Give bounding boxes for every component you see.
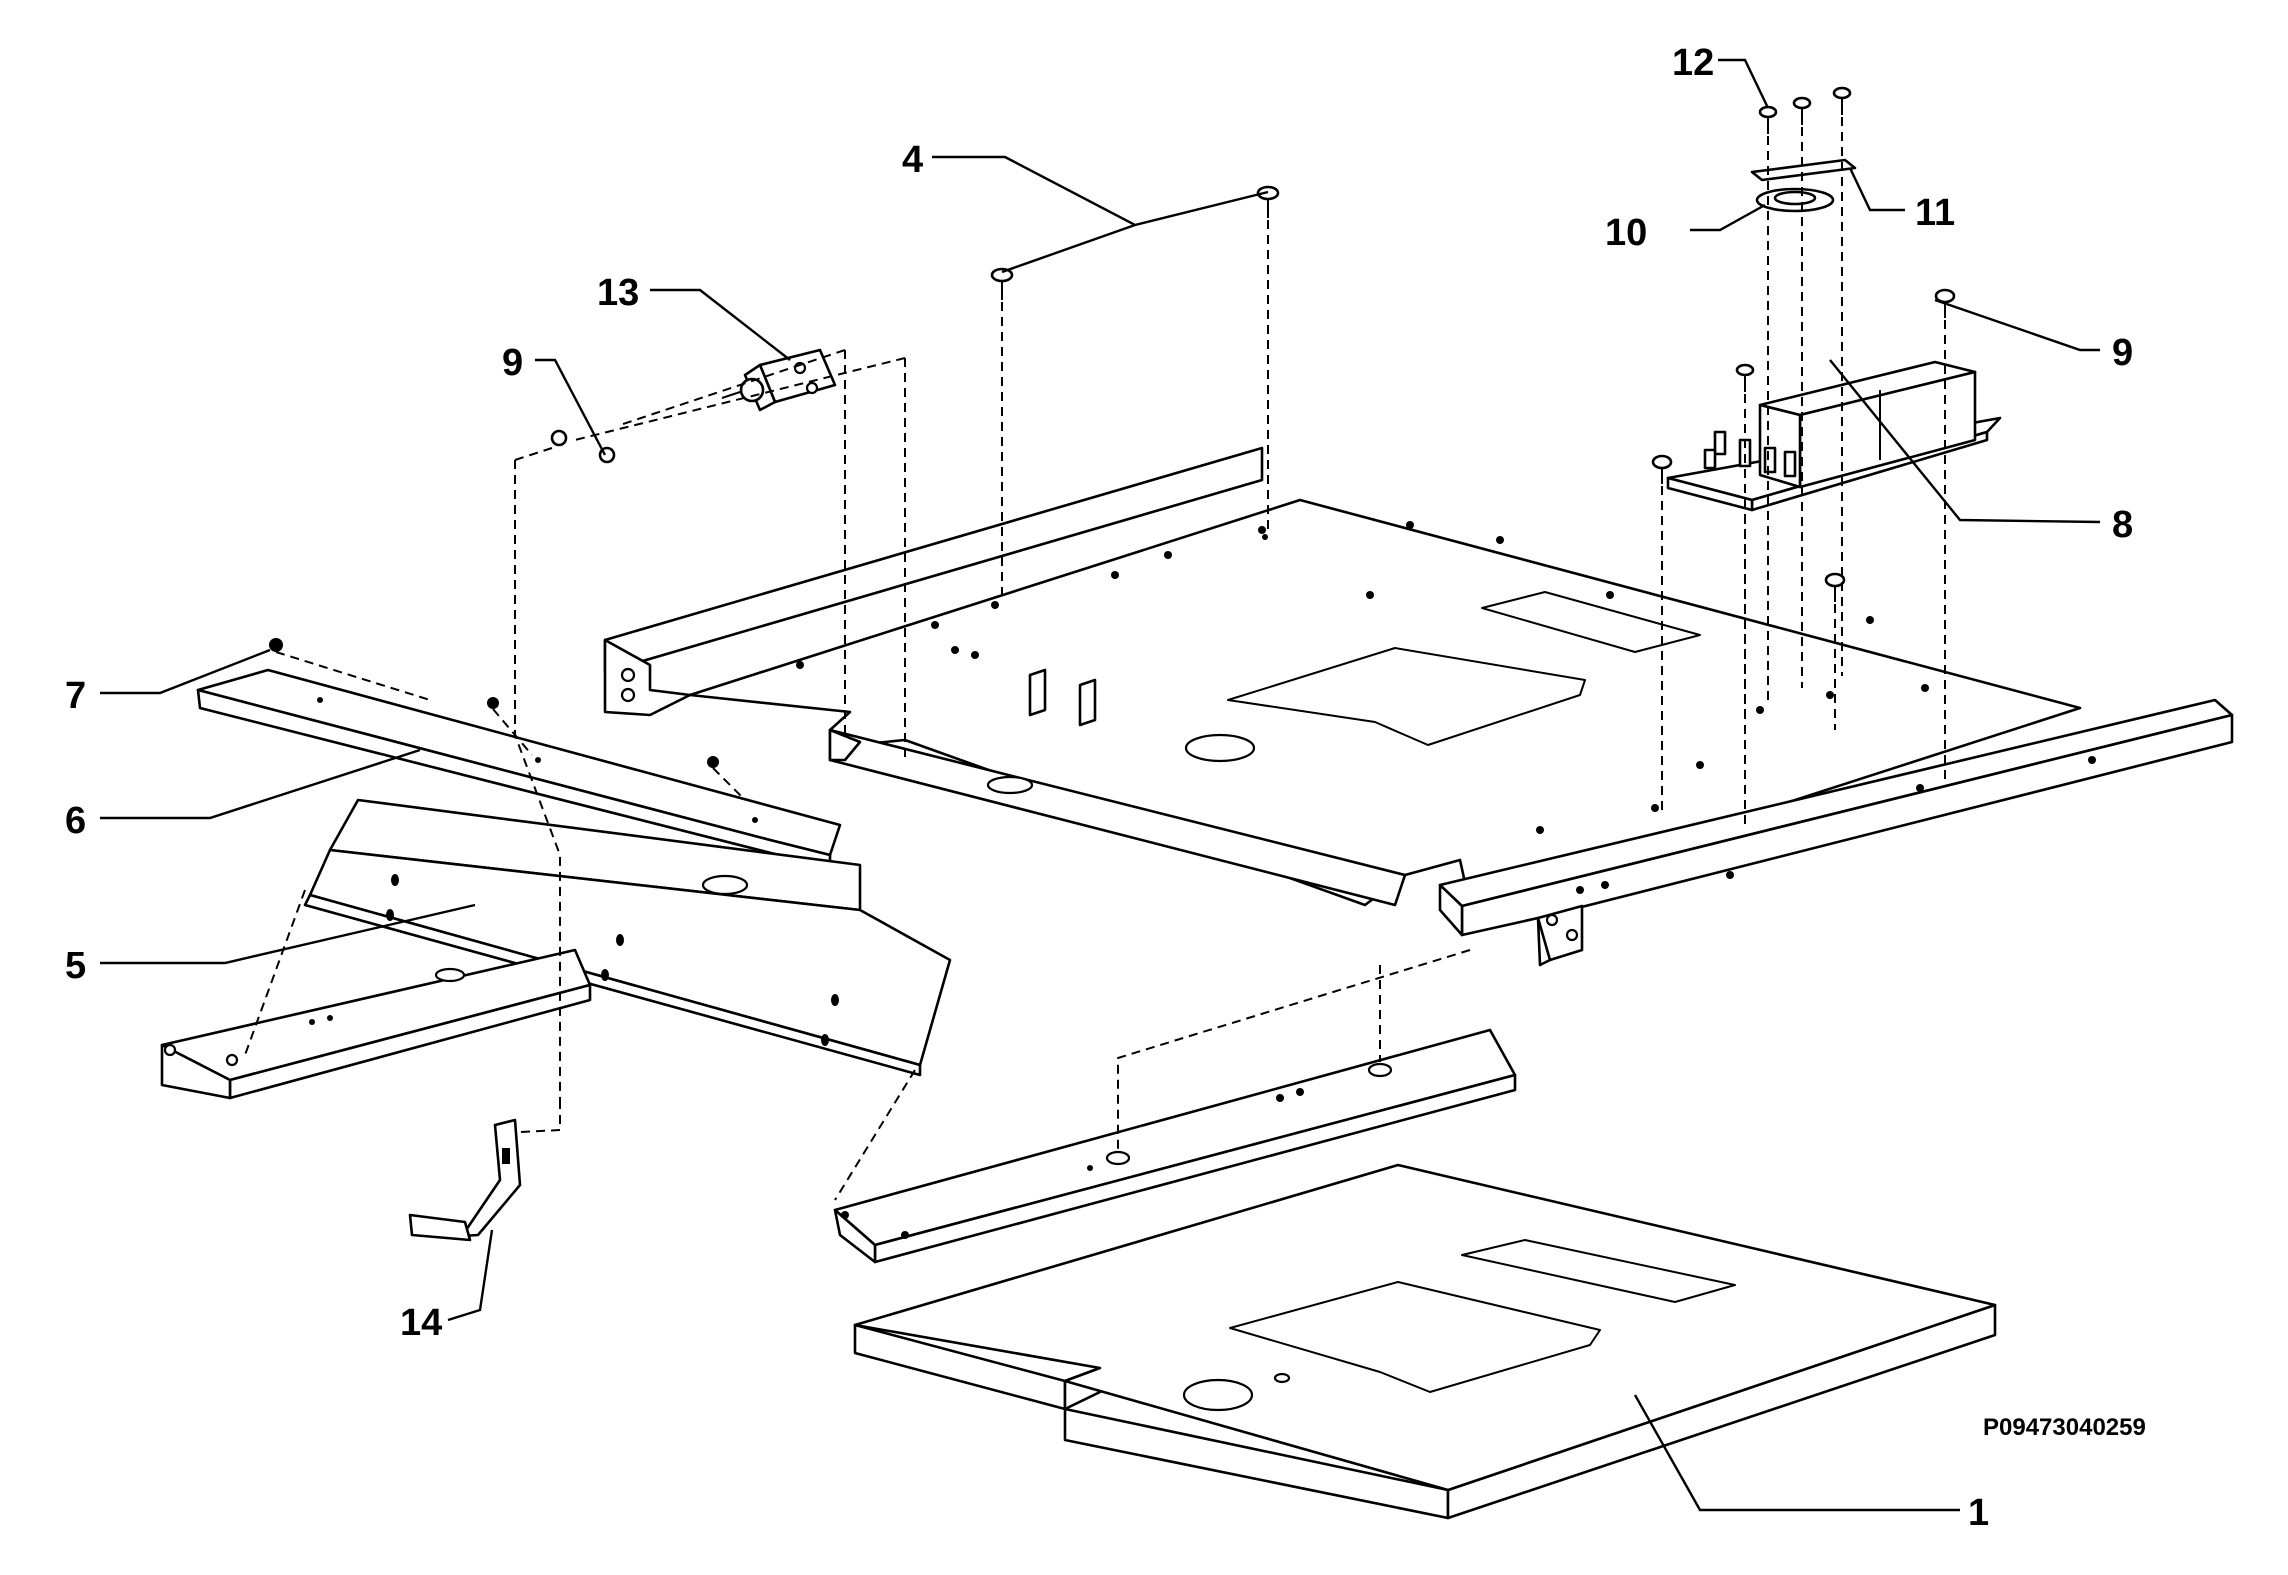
part-13-switch [721,348,837,412]
screw-4a [1256,185,1280,218]
screw-8a [1735,363,1755,392]
part-8-pcb-module [1666,360,2002,512]
callout-6: 6 [65,800,86,842]
callout-9-left: 9 [502,342,523,384]
screw-9-right [1934,288,1956,318]
assembly-lines [244,117,1946,1201]
main-floor-plate [603,446,2082,907]
callout-4: 4 [902,139,923,181]
screw-7 [269,638,283,652]
screw-8c [1824,572,1846,602]
callout-11: 11 [1915,192,1955,234]
screw-12c [1832,86,1852,115]
callout-13: 13 [597,272,639,314]
callout-leaders [100,58,2101,1512]
screw-12b [1792,96,1812,125]
screw-6b [707,756,719,768]
callout-labels: 1 4 5 6 7 8 9 9 10 11 12 13 14 [65,42,2133,1534]
part-1-insulation-plate [853,1163,1997,1520]
screw-8b [1651,454,1673,484]
screw-9-left-a [550,429,568,447]
callout-7: 7 [65,675,86,717]
callout-10: 10 [1605,212,1647,254]
callout-8: 8 [2112,504,2133,546]
screws [269,86,1956,768]
callout-14: 14 [400,1302,442,1344]
callout-5: 5 [65,945,86,987]
drawing-code: P09473040259 [1983,1414,2146,1441]
right-side-rail [1438,698,2234,967]
part-10-11-bracket-gasket [1750,158,1857,213]
screw-6a [487,697,499,709]
callout-12: 12 [1672,42,1714,84]
lower-left-rail [160,948,592,1100]
callout-9-right: 9 [2112,332,2133,374]
part-5-lower-channel [303,798,952,1077]
screw-4b [990,267,1014,300]
screw-12a [1758,105,1778,134]
part-14-clip-bracket [408,1118,522,1242]
callout-1: 1 [1968,1492,1989,1534]
lower-right-channel [833,1028,1517,1264]
